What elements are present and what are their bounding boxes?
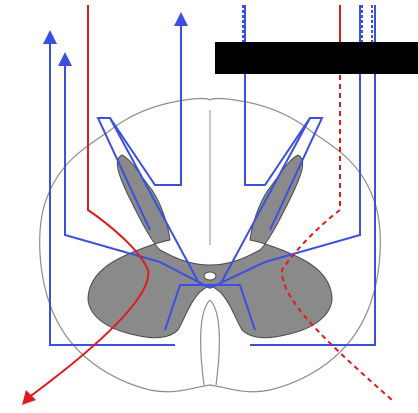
arrow-up-icon — [174, 12, 188, 26]
redaction-bar — [215, 42, 418, 74]
arrow-down-left-icon — [22, 390, 36, 405]
central-canal — [204, 272, 216, 280]
arrow-up-icon — [58, 52, 72, 66]
arrow-up-icon — [43, 30, 57, 44]
